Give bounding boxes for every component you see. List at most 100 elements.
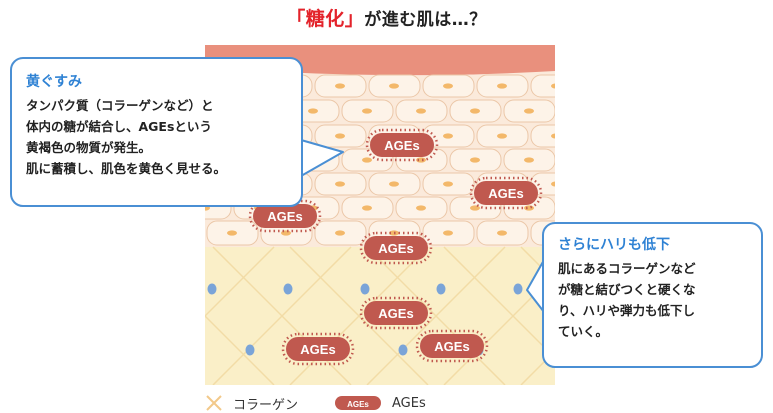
cell-nucleus — [497, 230, 507, 236]
ages-badge: AGEs — [281, 332, 355, 366]
collagen-fiber — [205, 246, 275, 318]
ages-badge-fringe — [469, 176, 543, 210]
title-rest: が進む肌は…？ — [364, 10, 487, 30]
ages-badge-fringe — [248, 199, 322, 233]
collagen-fiber — [289, 246, 429, 385]
callout-elasticity-body: 肌にあるコラーゲンなど が糖と結びつくと硬くな り、ハリや弾力も低下し ていく。 — [558, 258, 747, 342]
ages-badge-fringe — [415, 329, 489, 363]
cell-nucleus — [362, 108, 372, 114]
cell-nucleus — [443, 181, 453, 187]
collagen-fiber — [443, 272, 555, 385]
cell-nucleus — [416, 157, 426, 163]
collagen-fiber — [366, 246, 506, 385]
ages-badge-label: AGEs — [488, 186, 523, 201]
callout-yellowing-line: 黄褐色の物質が発生。 — [26, 140, 152, 155]
ages-badge-fringe — [281, 332, 355, 366]
ages-badge-label: AGEs — [267, 209, 302, 224]
diagram-title: 「糖化」が進む肌は…？ — [0, 4, 773, 31]
ages-badge-fringe — [365, 128, 439, 162]
cell-nucleus — [362, 157, 372, 163]
cell-nucleus — [389, 181, 399, 187]
ages-badge: AGEs — [359, 296, 433, 330]
ages-badge-label: AGEs — [300, 342, 335, 357]
callout-yellowing-body: タンパク質（コラーゲンなど）と 体内の糖が結合し、AGEsという 黄褐色の物質が… — [26, 95, 287, 179]
collagen-junction-dot — [513, 283, 523, 295]
cell-nucleus — [551, 181, 555, 187]
collagen-fiber — [205, 314, 275, 385]
collagen-junction-dot — [207, 283, 217, 295]
cell-nucleus — [551, 83, 555, 89]
ages-badge: AGEs — [415, 329, 489, 363]
ages-legend-icon-text: AGEs — [347, 400, 369, 409]
callout-elasticity-line: が糖と結びつくと硬くな — [558, 282, 696, 297]
ages-badge: AGEs — [248, 199, 322, 233]
ages-badge-label: AGEs — [384, 138, 419, 153]
collagen-network — [205, 246, 555, 385]
collagen-junction-dot — [360, 283, 370, 295]
cell-nucleus — [362, 205, 372, 211]
callout-yellowing: 黄ぐすみ タンパク質（コラーゲンなど）と 体内の糖が結合し、AGEsという 黄褐… — [10, 57, 303, 207]
cell-nucleus — [443, 133, 453, 139]
ages-badge-shape — [253, 204, 317, 228]
title-highlight: 糖化 — [305, 8, 345, 30]
cell-nucleus — [227, 230, 237, 236]
cell-nucleus — [335, 133, 345, 139]
cell-nucleus — [443, 230, 453, 236]
cell-nucleus — [416, 205, 426, 211]
ages-badge-shape — [286, 337, 350, 361]
title-quote-close: 」 — [344, 8, 365, 30]
cell-nucleus — [470, 108, 480, 114]
cell-nucleus — [335, 230, 345, 236]
ages-badge-fringe — [359, 231, 433, 265]
ages-badge-shape — [370, 133, 434, 157]
ages-badge-fringe — [359, 296, 433, 330]
callout-elasticity: さらにハリも低下 肌にあるコラーゲンなど が糖と結びつくと硬くな り、ハリや弾力… — [542, 222, 763, 368]
cell-nucleus — [497, 83, 507, 89]
collagen-fiber — [212, 246, 352, 385]
collagen-junction-dot — [398, 344, 408, 356]
cell-nucleus — [524, 108, 534, 114]
ages-badge-label: AGEs — [378, 306, 413, 321]
ages-badge-shape — [420, 334, 484, 358]
cell-nucleus — [524, 157, 534, 163]
collagen-junction-dot — [283, 283, 293, 295]
cell-nucleus — [416, 108, 426, 114]
cell-nucleus — [308, 108, 318, 114]
ages-badge-shape — [364, 301, 428, 325]
cell-nucleus — [470, 157, 480, 163]
title-quote-open: 「 — [286, 8, 306, 30]
ages-badge-shape — [474, 181, 538, 205]
ages-badge: AGEs — [469, 176, 543, 210]
ages-badge-shape — [364, 236, 428, 260]
skin-cell — [530, 74, 555, 98]
collagen-junction-dot — [245, 344, 255, 356]
ages-badge-label: AGEs — [434, 339, 469, 354]
collagen-legend-icon — [206, 395, 222, 411]
cell-nucleus — [335, 83, 345, 89]
callout-elasticity-line: ていく。 — [558, 324, 609, 339]
callout-elasticity-line: り、ハリや弾力も低下し — [558, 303, 696, 318]
cell-nucleus — [335, 181, 345, 187]
callout-yellowing-line: 肌に蓄積し、肌色を黄色く見せる。 — [26, 161, 227, 176]
ages-badge: AGEs — [365, 128, 439, 162]
cell-nucleus — [524, 205, 534, 211]
legend: コラーゲン AGEs AGEs — [205, 393, 426, 413]
callout-yellowing-line: 体内の糖が結合し、AGEsという — [26, 119, 212, 134]
cell-nucleus — [308, 157, 318, 163]
skin-cell — [530, 124, 555, 148]
cell-nucleus — [443, 83, 453, 89]
ages-badge: AGEs — [359, 231, 433, 265]
cell-nucleus — [497, 133, 507, 139]
cell-nucleus — [551, 133, 555, 139]
ages-legend-icon: AGEs — [335, 396, 382, 410]
callout-yellowing-line: タンパク質（コラーゲンなど）と — [26, 98, 214, 113]
legend-ages-label: AGEs — [392, 395, 426, 411]
ages-badge-label: AGEs — [378, 241, 413, 256]
callout-elasticity-line: 肌にあるコラーゲンなど — [558, 261, 696, 276]
legend-collagen-label: コラーゲン — [233, 397, 299, 413]
collagen-junction-dot — [436, 283, 446, 295]
callout-yellowing-heading: 黄ぐすみ — [26, 74, 82, 90]
cell-nucleus — [470, 205, 480, 211]
callout-elasticity-heading: さらにハリも低下 — [558, 237, 670, 253]
